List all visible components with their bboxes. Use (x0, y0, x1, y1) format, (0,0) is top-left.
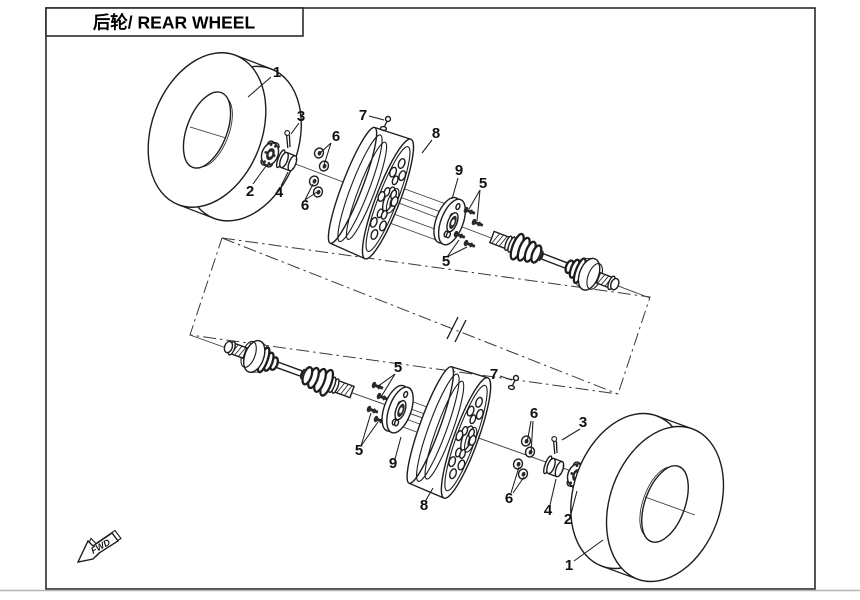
callout-6: 6 (505, 490, 513, 507)
callout-leader-5 (446, 239, 460, 258)
centerline-diagonal (221, 237, 619, 395)
callout-4: 4 (275, 184, 284, 201)
page-title: 后轮/ REAR WHEEL (93, 13, 256, 33)
callout-leader-6 (512, 476, 525, 494)
callout-leader-5 (476, 189, 481, 222)
callout-leader-5 (380, 373, 396, 398)
callout-leader-3 (561, 428, 581, 441)
title-box (45, 7, 304, 37)
callout-leader-2 (252, 165, 267, 185)
callout-leader-7 (499, 375, 513, 381)
callout-leader-8 (425, 487, 434, 501)
callout-leader-4 (280, 171, 289, 187)
callout-5: 5 (442, 253, 450, 270)
callout-9: 9 (389, 455, 397, 472)
callout-6: 6 (332, 128, 340, 145)
tire-bottom-centerline (644, 496, 696, 516)
callout-leader-8 (421, 139, 433, 154)
callout-leader-6 (319, 142, 332, 154)
callout-7: 7 (490, 366, 498, 383)
callout-1: 1 (565, 557, 573, 574)
callout-6: 6 (301, 197, 309, 214)
break-marks (446, 316, 467, 343)
callout-2: 2 (246, 183, 254, 200)
callout-7: 7 (359, 107, 367, 124)
callout-3: 3 (579, 414, 587, 431)
callout-leader-2 (570, 490, 578, 515)
callout-5: 5 (479, 175, 487, 192)
callout-4: 4 (544, 502, 553, 519)
callout-leader-9 (394, 436, 402, 460)
callout-6: 6 (530, 405, 538, 422)
callout-leader-5 (360, 421, 379, 447)
callout-leader-6 (526, 420, 532, 444)
callout-leader-6 (323, 142, 332, 166)
callout-9: 9 (455, 162, 463, 179)
callout-leader-6 (304, 183, 314, 201)
callout-leader-3 (290, 122, 300, 135)
callout-8: 8 (420, 497, 428, 514)
callout-leader-5 (468, 189, 481, 210)
callout-leader-6 (510, 466, 520, 494)
callout-leader-6 (304, 191, 318, 201)
callout-5: 5 (355, 442, 363, 459)
callout-5: 5 (394, 359, 402, 376)
callout-leader-9 (451, 177, 459, 200)
callout-leader-6 (530, 420, 534, 454)
callout-leader-1 (247, 76, 272, 98)
tire-top-centerline (189, 126, 227, 139)
callout-leader-5 (360, 412, 372, 447)
callout-leader-5 (376, 373, 396, 388)
diagram-frame (45, 7, 816, 590)
callout-leader-4 (549, 478, 557, 506)
callout-3: 3 (297, 108, 305, 125)
callout-2: 2 (564, 511, 572, 528)
callout-leader-7 (368, 115, 385, 121)
callout-leader-1 (573, 539, 604, 562)
callout-leader-5 (446, 246, 468, 258)
callout-1: 1 (273, 64, 281, 81)
callout-8: 8 (432, 125, 440, 142)
